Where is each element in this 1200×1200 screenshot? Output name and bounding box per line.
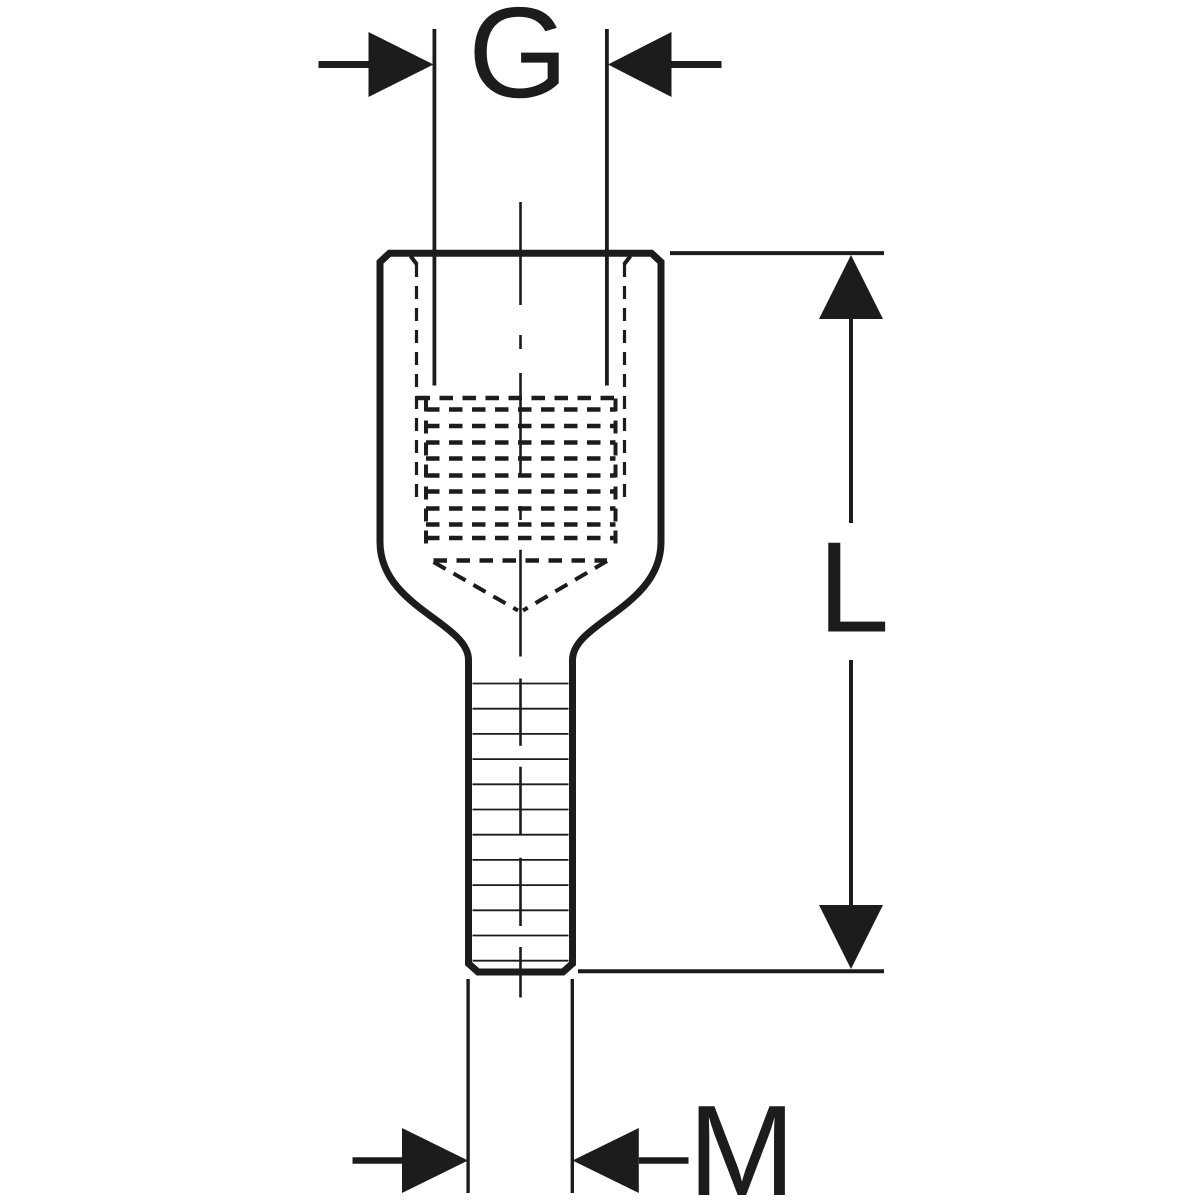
svg-text:L: L	[818, 516, 890, 660]
svg-text:G: G	[468, 0, 568, 125]
svg-text:M: M	[688, 1079, 795, 1200]
